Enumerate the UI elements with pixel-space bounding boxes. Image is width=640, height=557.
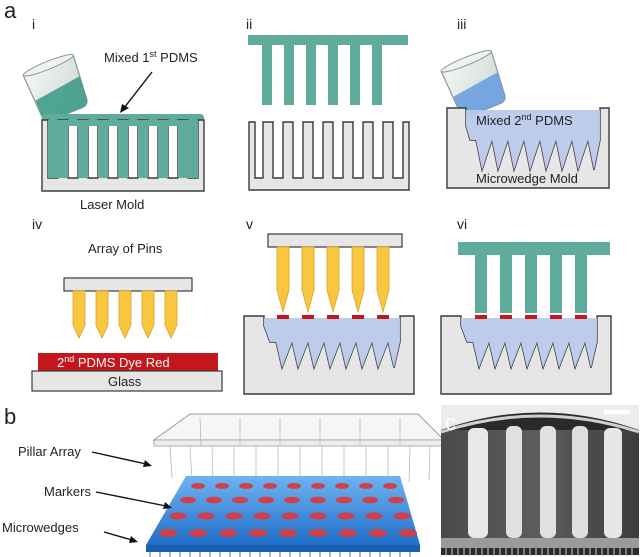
laser-mold-filled	[41, 114, 205, 192]
microwedge-mold-v	[243, 315, 415, 395]
panel-label-c: c	[445, 410, 456, 435]
microwedge-mold-vi	[440, 315, 612, 395]
beaker-icon-blue	[440, 49, 506, 118]
laser-mold-label: Laser Mold	[80, 197, 144, 212]
subpanel-label-iii: iii	[457, 16, 466, 32]
subpanel-label-ii: ii	[246, 16, 252, 32]
mixed-first-pdms-label: Mixed 1st PDMS	[104, 49, 198, 65]
scale-bar	[604, 410, 630, 414]
microwedges-arrow	[103, 531, 138, 543]
dye-red-label: 2nd PDMS Dye Red	[57, 354, 170, 370]
microwedge-mold-label: Microwedge Mold	[476, 171, 578, 186]
pin-array-v	[267, 233, 403, 314]
demolded-pillar-array	[248, 35, 408, 105]
glass-label: Glass	[108, 374, 142, 389]
subpanel-label-iv: iv	[32, 216, 42, 232]
markers-arrow	[95, 491, 172, 509]
microwedge-mold-filled	[446, 107, 610, 189]
pillar-array-vi	[458, 242, 610, 313]
transferred-markers-vi	[475, 315, 587, 319]
pillar-array-label: Pillar Array	[18, 444, 81, 459]
3d-microwedge-base	[146, 476, 420, 557]
3d-markers	[159, 483, 417, 537]
panel-label-b: b	[4, 404, 16, 429]
mixed-first-arrow	[120, 71, 153, 113]
subpanel-label-i: i	[32, 16, 35, 32]
beaker-icon	[22, 53, 88, 122]
glass-slide	[31, 370, 223, 392]
array-of-pins-label: Array of Pins	[88, 241, 163, 256]
mixed-second-pdms-label: Mixed 2nd PDMS	[476, 112, 573, 128]
dye-red-layer	[38, 353, 218, 371]
pillar-array-arrow	[91, 451, 152, 467]
transferred-markers-v	[277, 315, 389, 319]
microwedges-label: Microwedges	[2, 520, 79, 535]
subpanel-label-vi: vi	[457, 216, 467, 232]
subpanel-label-v: v	[246, 216, 253, 232]
panel-label-a: a	[4, 0, 17, 23]
markers-label: Markers	[44, 484, 91, 499]
micrograph-photo	[440, 405, 640, 556]
empty-laser-mold	[248, 121, 410, 191]
pin-array-iv	[63, 277, 193, 339]
